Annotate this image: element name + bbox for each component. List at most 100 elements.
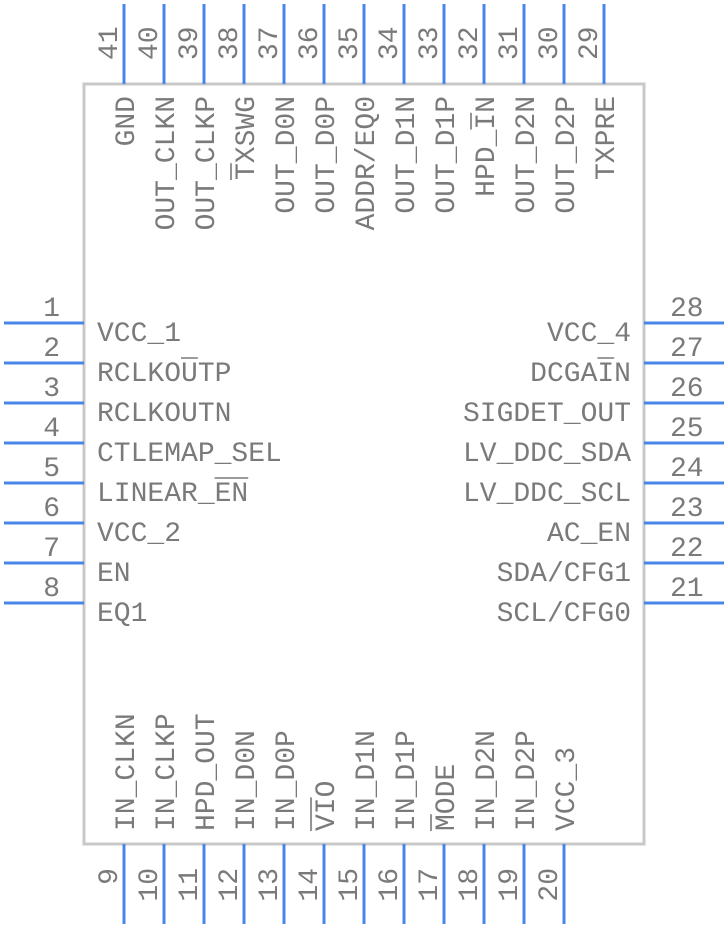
pin-name: LV_DDC_SDA: [463, 439, 631, 470]
pin-number: 7: [43, 534, 60, 565]
pin-12: 12 IN_D0N: [215, 730, 263, 924]
pin-7: 7EN: [4, 534, 131, 590]
pin-name: ADDR/EQ0: [352, 96, 383, 230]
pin-number: 41: [95, 26, 126, 60]
pin-name: DCGAIN: [530, 359, 631, 390]
pin-number: 12: [215, 868, 246, 902]
pin-number: 1: [43, 294, 60, 325]
pin-name: VIO: [312, 781, 343, 831]
pin-number: 34: [375, 26, 406, 60]
pin-number: 26: [670, 374, 704, 405]
pin-name: HPD_IN: [472, 96, 503, 197]
pin-9: 9IN_CLKN: [95, 713, 143, 924]
pin-name: SIGDET_OUT: [463, 399, 631, 430]
pin-name: EN: [97, 559, 131, 590]
pin-13: 13 IN_D0P: [255, 730, 303, 924]
pin-name-group: OUT_CLKP: [192, 96, 223, 230]
pin-name: RCLKOUTN: [97, 399, 231, 430]
pin-name: OUT_D0P: [312, 96, 343, 214]
pin-name: IN_D1N: [352, 730, 383, 831]
pin-10: 10 IN_CLKP: [135, 713, 183, 924]
pin-number: 13: [255, 868, 286, 902]
pin-14: 14 VIO: [295, 781, 343, 924]
pin-number: 23: [670, 494, 704, 525]
pin-number: 14: [295, 868, 326, 902]
pin-number: 39: [175, 26, 206, 60]
pin-number: 18: [455, 868, 486, 902]
pin-name-group: IN_CLKP: [152, 713, 183, 831]
pin-name: OUT_D0N: [272, 96, 303, 214]
pin-number: 20: [535, 868, 566, 902]
pin-name-group: IN_D2P: [512, 730, 543, 831]
pin-name: IN_D2N: [472, 730, 503, 831]
pin-name: OUT_D1P: [432, 96, 463, 214]
pin-number: 29: [575, 26, 606, 60]
pin-name: OUT_D2N: [512, 96, 543, 214]
pin-number: 19: [495, 868, 526, 902]
pin-number: 10: [135, 868, 166, 902]
pin-number: 32: [455, 26, 486, 60]
pin-name-group: OUT_D2P: [552, 96, 583, 214]
pin-name: CTLEMAP_SEL: [97, 439, 282, 470]
pin-18: 18 IN_D2N: [455, 730, 503, 924]
pin-name: OUT_D2P: [552, 96, 583, 214]
pin-number: 22: [670, 534, 704, 565]
pin-name: IN_D1P: [392, 730, 423, 831]
pin-name-group: ADDR/EQ0: [352, 96, 383, 230]
pin-15: 15 IN_D1N: [335, 730, 383, 924]
pin-number: 9: [95, 868, 126, 885]
pin-name: OUT_D1N: [392, 96, 423, 214]
pin-name-group: MODE: [430, 764, 463, 831]
pin-number: 2: [43, 334, 60, 365]
pin-number: 33: [415, 26, 446, 60]
pin-name: IN_D0N: [232, 730, 263, 831]
pin-name: RCLKOUTP: [97, 359, 231, 390]
pin-number: 15: [335, 868, 366, 902]
pin-name-group: OUT_D0P: [312, 96, 343, 214]
pin-name: VCC_4: [547, 319, 631, 350]
pin-name-group: IN_D2N: [472, 730, 503, 831]
pin-number: 27: [670, 334, 704, 365]
pin-name-group: IN_D1P: [392, 730, 423, 831]
pin-number: 30: [535, 26, 566, 60]
pin-number: 8: [43, 574, 60, 605]
pin-number: 17: [415, 868, 446, 902]
pin-16: 16 IN_D1P: [375, 730, 423, 924]
pin-name: SDA/CFG1: [497, 559, 631, 590]
pins-layer: 1VCC_12RCLKOUTP3RCLKOUTN4CTLEMAP_SEL5LIN…: [4, 4, 724, 924]
pin-name: TXSWG: [232, 96, 263, 180]
pin-number: 40: [135, 26, 166, 60]
pin-name: VCC_2: [97, 519, 181, 550]
pin-name: TXPRE: [592, 96, 623, 180]
pin-number: 37: [255, 26, 286, 60]
pin-number: 24: [670, 454, 704, 485]
pin-name-group: OUT_D1P: [432, 96, 463, 214]
pin-name: IN_CLKP: [152, 713, 183, 831]
pin-name: LV_DDC_SCL: [463, 479, 631, 510]
pin-name: IN_D0P: [272, 730, 303, 831]
pin-name: LINEAR_EN: [97, 479, 248, 510]
pin-name-group: VIO: [310, 781, 343, 831]
pin-number: 16: [375, 868, 406, 902]
pin-name-group: IN_D1N: [352, 730, 383, 831]
pin-number: 35: [335, 26, 366, 60]
pin-name: IN_D2P: [512, 730, 543, 831]
pin-name-group: TXSWG: [230, 96, 263, 180]
